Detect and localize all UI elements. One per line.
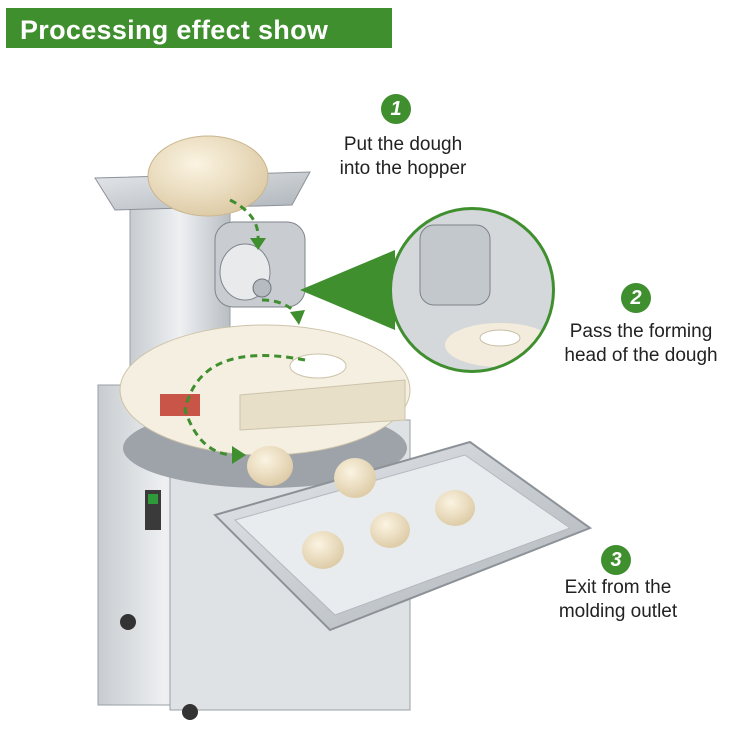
banner-title: Processing effect show <box>20 15 329 45</box>
step-1-badge: 1 <box>381 94 411 124</box>
zoom-callout <box>300 207 555 373</box>
arrow-heads <box>232 238 305 464</box>
step-2-line-2: head of the dough <box>564 345 718 366</box>
step-1-caption: Put the dough into the hopper <box>320 133 486 181</box>
forming-head <box>214 221 306 308</box>
step-2-badge: 2 <box>621 283 651 313</box>
step-3-caption: Exit from the molding outlet <box>540 576 696 624</box>
step-3-line-1: Exit from the <box>564 577 672 598</box>
step-2-line-1: Pass the forming <box>569 321 713 342</box>
step-1-line-2: into the hopper <box>339 158 467 179</box>
step-2-caption: Pass the forming head of the dough <box>548 320 734 368</box>
title-banner: Processing effect show <box>6 8 392 48</box>
step-3-badge: 3 <box>601 545 631 575</box>
dough-balls <box>247 446 475 569</box>
step-3-line-2: molding outlet <box>558 601 678 622</box>
step-1-line-1: Put the dough <box>343 134 463 155</box>
